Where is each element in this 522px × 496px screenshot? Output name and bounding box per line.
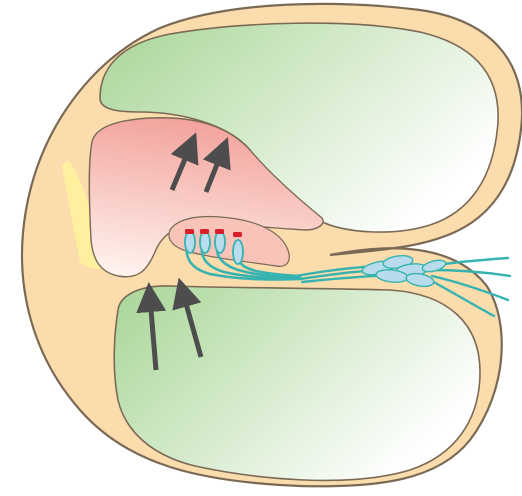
scala-tympani: [114, 286, 480, 480]
